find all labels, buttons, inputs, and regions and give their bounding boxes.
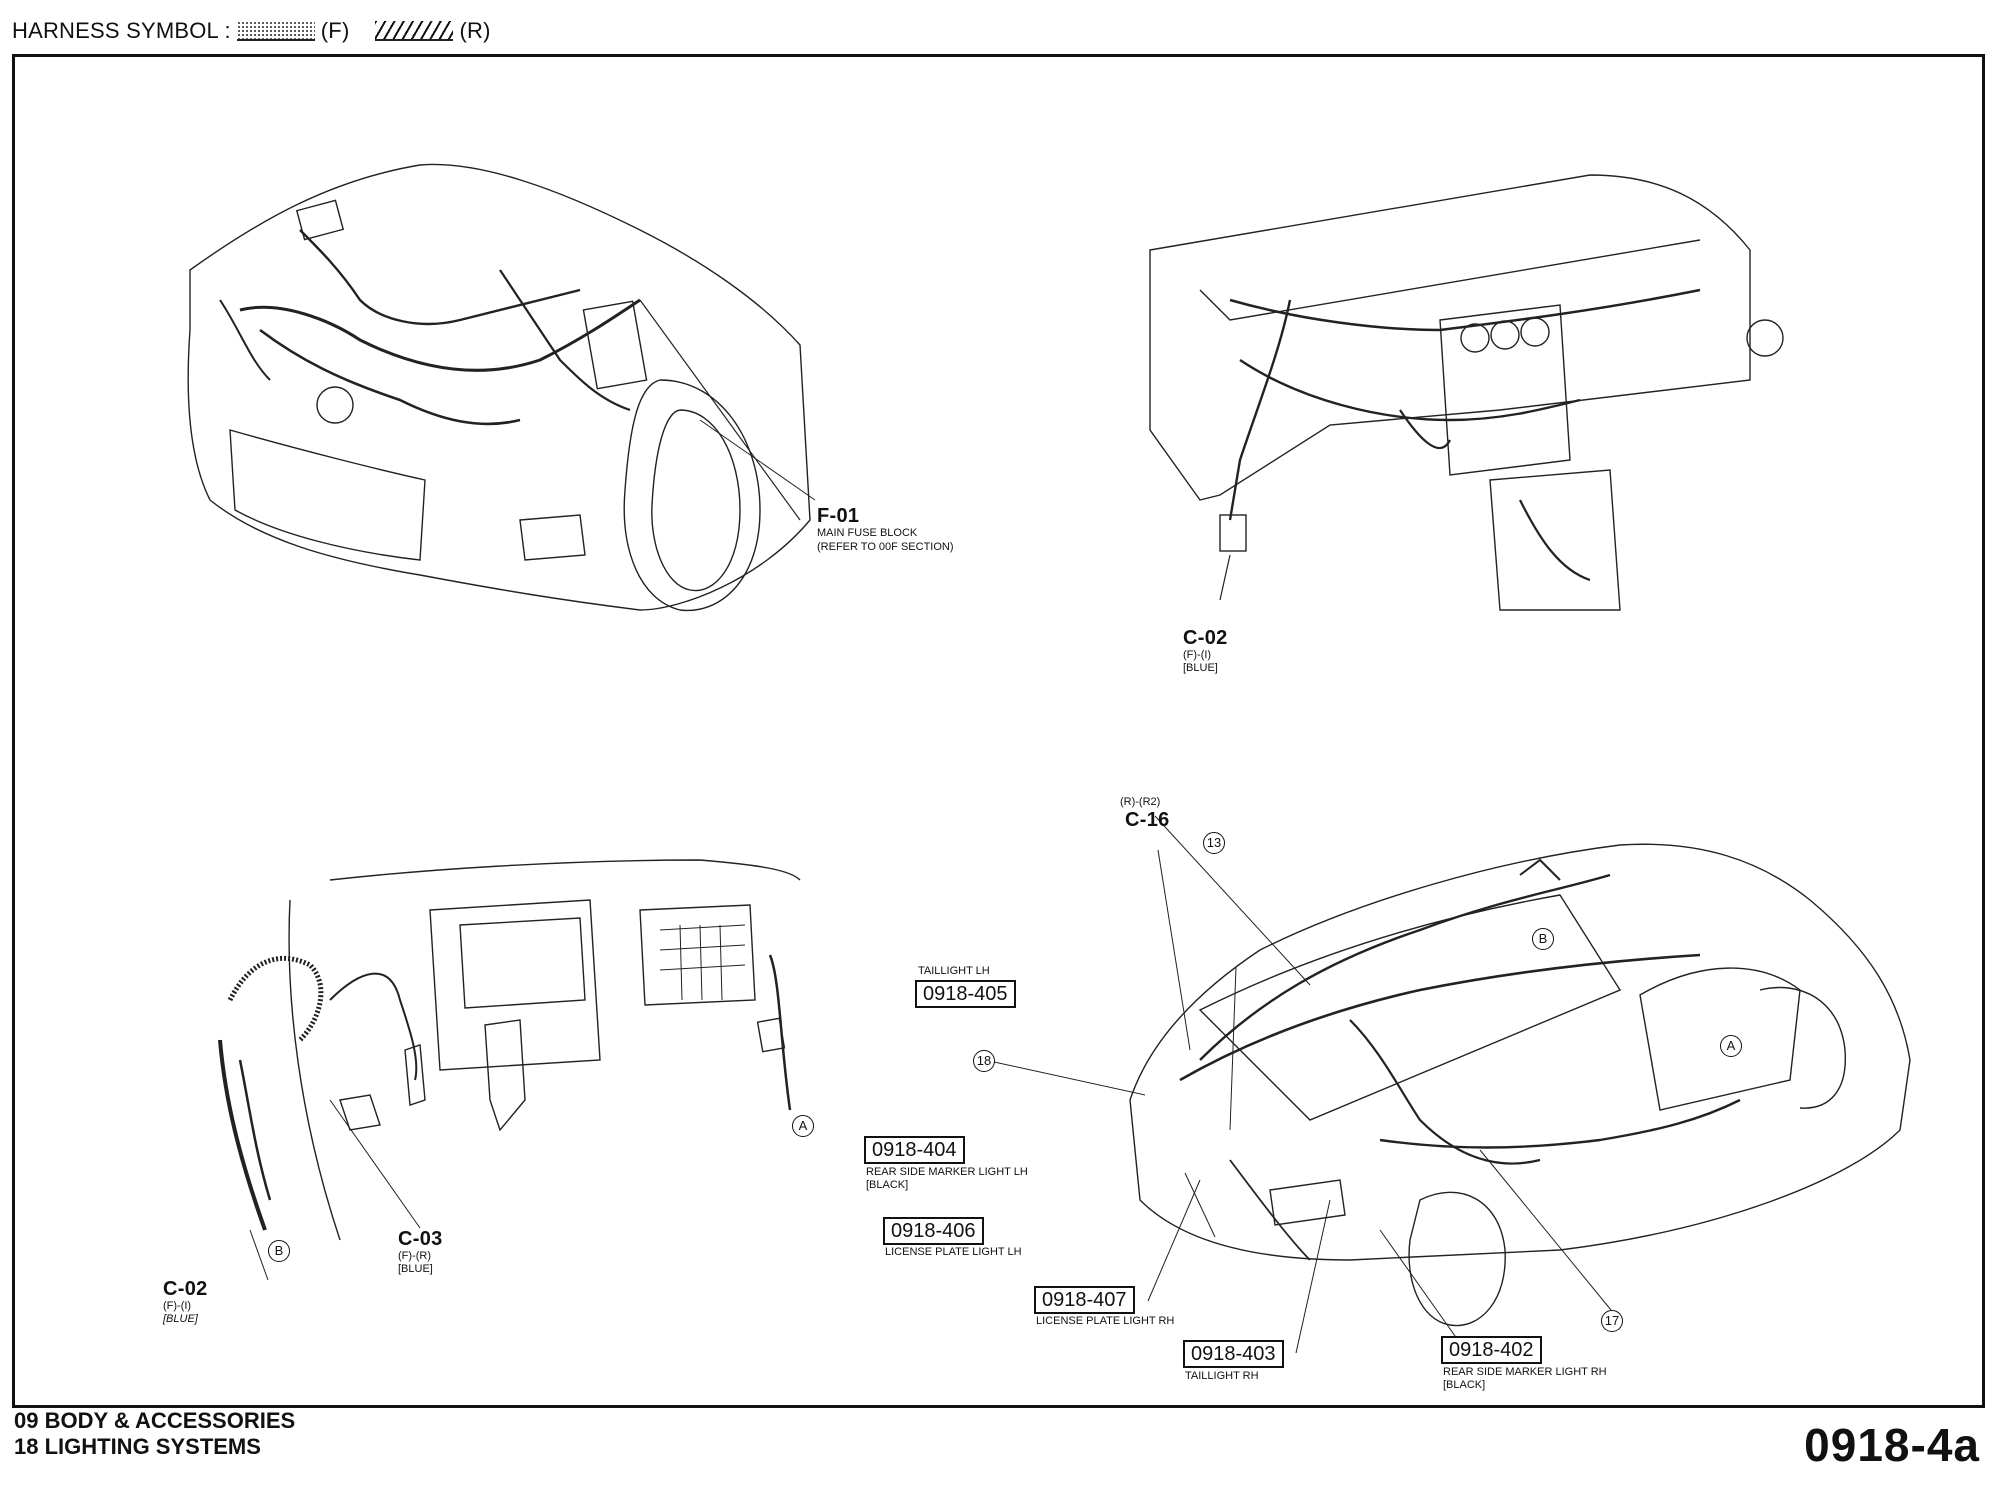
connector-c16-label: C-16 [1125, 809, 1170, 831]
part-0918-403-desc1: TAILLIGHT RH [1185, 1370, 1259, 1382]
part-0918-406: 0918-406 [883, 1217, 984, 1245]
connector-c03-label: C-03 [398, 1228, 443, 1250]
part-0918-407-desc1: LICENSE PLATE LIGHT RH [1036, 1315, 1175, 1327]
f01-desc-line2: (REFER TO 00F SECTION) [817, 541, 954, 553]
part-0918-406-desc1: LICENSE PLATE LIGHT LH [885, 1246, 1022, 1258]
legend-rear-code: (R) [459, 18, 491, 43]
connector-c02-dash-label: C-02 [1183, 627, 1228, 649]
c16-sub: (R)-(R2) [1120, 796, 1161, 808]
c02-dash-sub2: [BLUE] [1183, 662, 1218, 674]
section-title-lighting: 18 LIGHTING SYSTEMS [14, 1434, 261, 1459]
harness-symbol-legend: HARNESS SYMBOL : (F) (R) [12, 18, 491, 44]
part-0918-404: 0918-404 [864, 1136, 965, 1164]
c02-pedal-sub1: (F)-(I) [163, 1300, 192, 1312]
callout-18: 18 [973, 1050, 995, 1072]
part-0918-402: 0918-402 [1441, 1336, 1542, 1364]
part-0918-402-desc2: [BLACK] [1443, 1379, 1486, 1391]
legend-front-code: (F) [320, 18, 350, 43]
dashboard-view [1149, 174, 1784, 611]
pedal-area-view [218, 859, 801, 1241]
taillight-lh-desc: TAILLIGHT LH [918, 965, 990, 977]
callout-b-rear: B [1532, 928, 1554, 950]
c02-pedal-sub2: [BLUE] [163, 1313, 198, 1325]
part-0918-404-desc1: REAR SIDE MARKER LIGHT LH [866, 1166, 1028, 1178]
part-0918-402-desc1: REAR SIDE MARKER LIGHT RH [1443, 1366, 1607, 1378]
section-titles: 09 BODY & ACCESSORIES 18 LIGHTING SYSTEM… [14, 1408, 295, 1460]
diagram-frame [12, 54, 1985, 1408]
rear-body-view [984, 815, 1911, 1354]
connector-f01-label: F-01 [817, 505, 860, 527]
callout-b-pedal: B [268, 1240, 290, 1262]
f01-desc-line1: MAIN FUSE BLOCK [817, 527, 918, 539]
section-title-body: 09 BODY & ACCESSORIES [14, 1408, 296, 1433]
callout-a-pedal: A [792, 1115, 814, 1137]
c03-sub2: [BLUE] [398, 1263, 433, 1275]
callout-17: 17 [1601, 1310, 1623, 1332]
c02-dash-sub1: (F)-(I) [1183, 649, 1212, 661]
part-0918-404-desc2: [BLACK] [866, 1179, 909, 1191]
part-0918-405: 0918-405 [915, 980, 1016, 1008]
callout-a-rear: A [1720, 1035, 1742, 1057]
legend-title: HARNESS SYMBOL : [12, 18, 231, 43]
part-0918-403: 0918-403 [1183, 1340, 1284, 1368]
c03-sub1: (F)-(R) [398, 1250, 431, 1262]
part-0918-407: 0918-407 [1034, 1286, 1135, 1314]
page-code: 0918-4a [1804, 1419, 1980, 1471]
connector-c02-pedal-label: C-02 [163, 1278, 208, 1300]
rear-harness-symbol [375, 21, 454, 41]
engine-bay-view [187, 163, 811, 612]
callout-13: 13 [1203, 832, 1225, 854]
front-harness-symbol [236, 21, 315, 41]
